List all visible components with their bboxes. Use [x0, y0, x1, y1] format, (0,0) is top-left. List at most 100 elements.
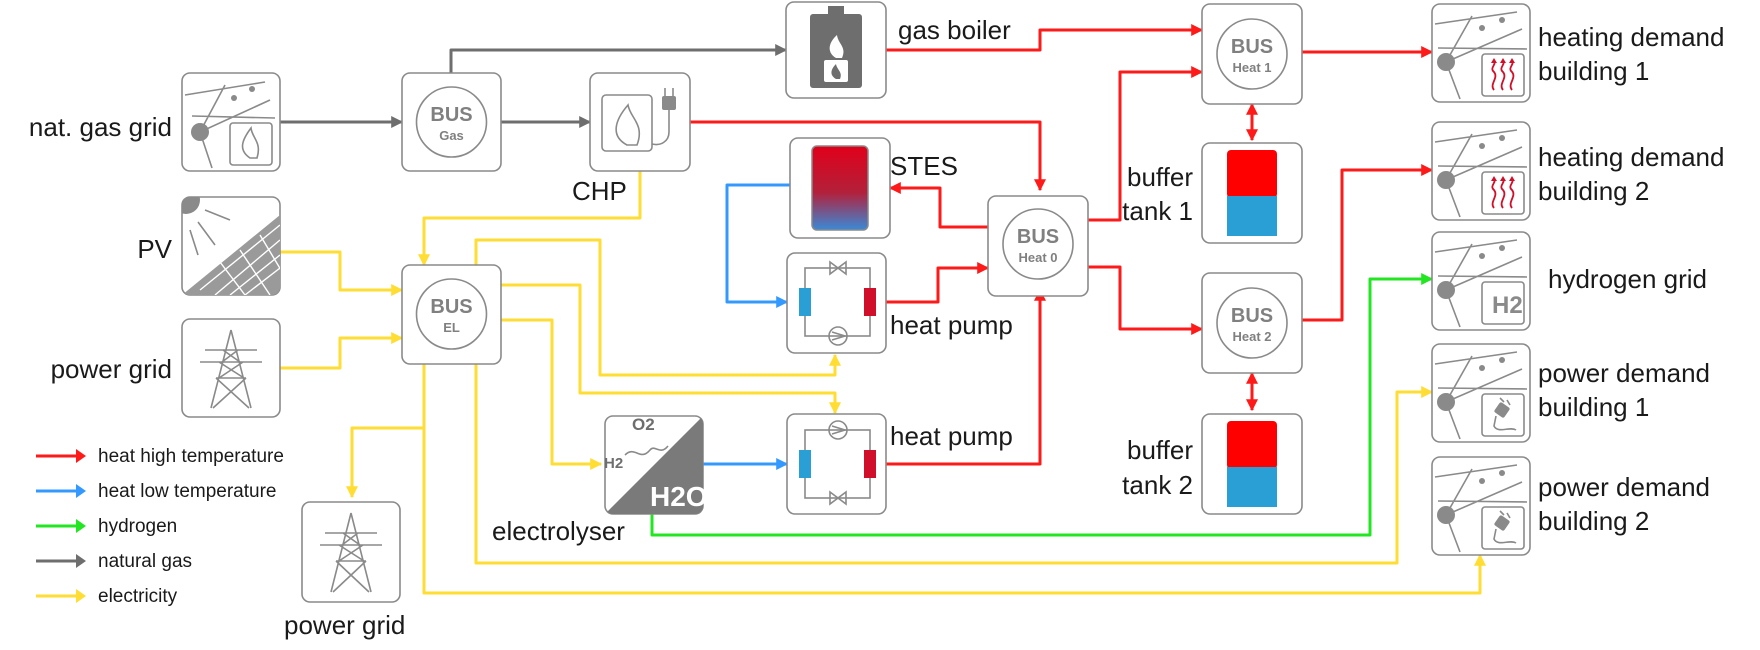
chp-node[interactable] — [589, 72, 691, 172]
legend-arrow — [76, 519, 86, 533]
legend-item: heat low temperature — [36, 481, 277, 502]
wire-busel-hp2 — [501, 283, 841, 415]
hydrogen-grid-label: hydrogen grid — [1548, 264, 1707, 294]
heat-pump-1-node[interactable] — [786, 252, 887, 354]
bus-heat2-node[interactable]: BUS Heat 2 — [1201, 272, 1303, 374]
heat-radiator-icon — [1481, 171, 1525, 215]
power-demand-2-node[interactable] — [1431, 456, 1531, 556]
wire-pv-busel — [280, 250, 404, 296]
buffer-tank-1-label-line2: tank 1 — [1122, 196, 1193, 226]
flame-icon — [615, 103, 641, 146]
solar-panel-icon — [182, 197, 280, 295]
buffer-tank-1-node[interactable] — [1201, 142, 1303, 244]
nat-gas-grid-node[interactable] — [181, 72, 281, 172]
power-demand-1-label-line1: power demand — [1538, 358, 1710, 388]
grid-network-icon — [1434, 351, 1528, 440]
bus-heat0-sub: Heat 0 — [1018, 250, 1057, 265]
legend-arrow — [76, 449, 86, 463]
bus-heat2-sub: Heat 2 — [1232, 329, 1271, 344]
pv-label: PV — [137, 234, 172, 264]
wire-heat2-hd2 — [1302, 164, 1434, 322]
hydrogen-grid-h2-label: H2 — [1492, 292, 1523, 319]
electrolyser-h2-label: H2 — [604, 455, 623, 472]
wire-hp1-heat0 — [886, 262, 990, 304]
electrolyser-label: electrolyser — [492, 516, 625, 546]
heat-pump-2-node[interactable] — [786, 413, 887, 515]
grid-network-icon — [1434, 129, 1528, 218]
wire-busel-pd2 — [422, 364, 1486, 595]
wire-busel-pd1 — [474, 364, 1434, 565]
wire-heat0-heat1 — [1088, 66, 1204, 222]
legend-label: heat low temperature — [98, 481, 277, 502]
wire-busel-gridout — [346, 364, 426, 499]
pv-node[interactable] — [172, 186, 290, 296]
grid-network-icon — [1434, 239, 1528, 328]
bus-heat1-title: BUS — [1231, 36, 1273, 58]
power-grid-out-node[interactable] — [301, 501, 401, 603]
electrolyser-node[interactable]: O2 H2 H2O — [604, 415, 708, 515]
heating-demand-1-node[interactable] — [1431, 3, 1531, 103]
plug-icon — [1481, 393, 1525, 437]
wire-busgas-boiler — [449, 44, 788, 73]
power-demand-2-label-line1: power demand — [1538, 472, 1710, 502]
tank-hot-zone — [1227, 150, 1277, 198]
bus-heat0-node[interactable]: BUS Heat 0 — [987, 195, 1089, 297]
tank-cold-zone — [1227, 196, 1277, 236]
wire-busel-hp1 — [474, 238, 841, 377]
legend-item: electricity — [36, 586, 178, 607]
heating-demand-2-node[interactable] — [1431, 121, 1531, 221]
wire-ely-h2grid — [650, 273, 1434, 537]
wire-boiler-heat1 — [886, 24, 1204, 52]
stes-label: STES — [890, 151, 958, 181]
tank-hot-zone — [1227, 421, 1277, 469]
heating-demand-1-label-line1: heating demand — [1538, 22, 1724, 52]
heat-radiator-icon — [1481, 53, 1525, 97]
legend-label: electricity — [98, 586, 178, 607]
hydrogen-grid-node[interactable]: H2 — [1431, 231, 1531, 331]
legend-arrow — [76, 554, 86, 568]
stes-node[interactable] — [789, 137, 891, 239]
heat-pump-1-label: heat pump — [890, 310, 1013, 340]
heating-demand-2-label-line2: building 2 — [1538, 176, 1649, 206]
power-grid-in-node[interactable] — [181, 318, 281, 418]
wire-chp-busel — [418, 170, 642, 267]
legend-item: hydrogen — [36, 516, 177, 537]
bus-heat1-node[interactable]: BUS Heat 1 — [1201, 3, 1303, 105]
demand-nodes: H2 — [1431, 3, 1531, 556]
buffer-tank-2-node[interactable] — [1201, 413, 1303, 515]
wire-heat0-stes — [888, 182, 988, 229]
legend-item: natural gas — [36, 551, 192, 572]
bus-heat2-title: BUS — [1231, 305, 1273, 327]
flame-icon — [229, 122, 273, 166]
heat-pump-2-label: heat pump — [890, 421, 1013, 451]
power-demand-1-node[interactable] — [1431, 343, 1531, 443]
wire-stes-hp1 — [725, 183, 790, 308]
power-demand-1-label-line2: building 1 — [1538, 392, 1649, 422]
wire-hp2-heat0 — [886, 288, 1046, 466]
gas-boiler-node[interactable] — [785, 1, 887, 99]
legend-label: heat high temperature — [98, 446, 284, 467]
tank-cold-zone — [1227, 467, 1277, 507]
bus-gas-node[interactable]: BUS Gas — [401, 72, 502, 172]
legend-label: hydrogen — [98, 516, 177, 537]
heating-demand-1-label-line2: building 1 — [1538, 56, 1649, 86]
legend-arrow — [76, 484, 86, 498]
wire-busel-ely — [501, 318, 603, 470]
legend-item: heat high temperature — [36, 446, 284, 467]
grid-network-icon — [1434, 464, 1528, 553]
chp-label: CHP — [572, 176, 627, 206]
plug-icon — [1481, 506, 1525, 550]
bus-heat0-title: BUS — [1017, 226, 1059, 248]
bus-gas-title: BUS — [430, 104, 472, 126]
bus-el-node[interactable]: BUS EL — [401, 264, 502, 365]
wires — [280, 24, 1486, 595]
power-grid-in-label: power grid — [51, 354, 172, 384]
heat-pump-icon — [799, 260, 876, 346]
pylon-icon — [200, 329, 262, 409]
power-demand-2-label-line2: building 2 — [1538, 506, 1649, 536]
bus-heat1-sub: Heat 1 — [1232, 60, 1271, 75]
wire-chp-heat0 — [690, 120, 1046, 192]
grid-network-icon — [1434, 11, 1528, 100]
grid-network-icon — [184, 81, 276, 169]
